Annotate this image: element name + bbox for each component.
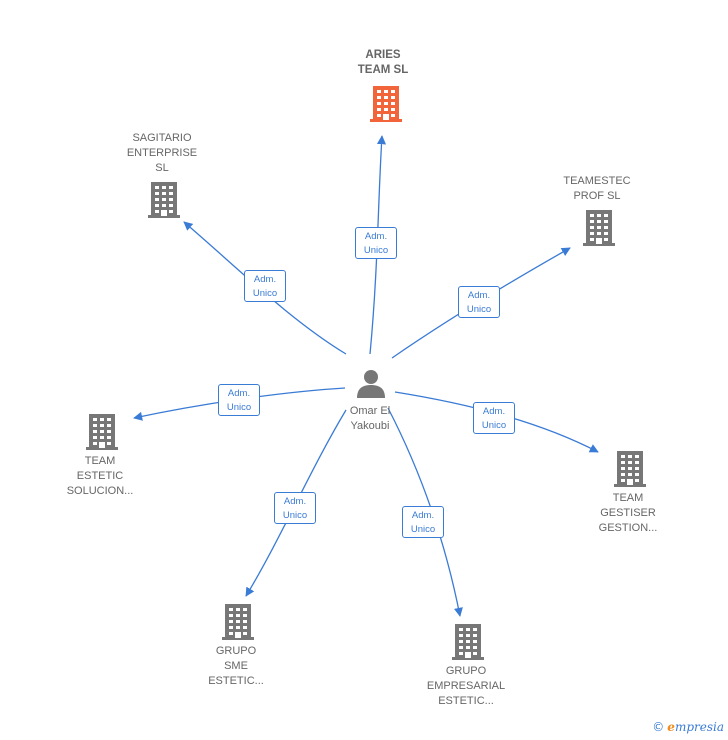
brand-initial: e [667,720,675,734]
footer-brand: ©empresia [652,720,724,734]
person-icon[interactable] [356,368,386,403]
sagitario-building-icon[interactable] [148,182,180,223]
team-estetic-building-icon[interactable] [86,414,118,455]
copyright-symbol: © [652,720,665,734]
role-badge-team-estetic[interactable]: Adm. Unico [218,384,260,416]
aries-label[interactable]: ARIES TEAM SL [357,49,409,76]
role-badge-teamestec[interactable]: Adm. Unico [458,286,500,318]
grupo-empresarial-building-icon[interactable] [452,624,484,665]
brand-name: mpresia [674,720,724,734]
person-name[interactable]: Omar El Yakoubi [349,405,391,432]
grupo-sme-label[interactable]: GRUPO SME ESTETIC... [208,645,264,687]
grupo-empresarial-label[interactable]: GRUPO EMPRESARIAL ESTETIC... [426,665,506,707]
team-estetic-label[interactable]: TEAM ESTETIC SOLUCION... [66,455,134,497]
role-badge-grupo-empresarial[interactable]: Adm. Unico [402,506,444,538]
grupo-sme-building-icon[interactable] [222,604,254,645]
role-badge-team-gestiser[interactable]: Adm. Unico [473,402,515,434]
role-badge-sagitario[interactable]: Adm. Unico [244,270,286,302]
sagitario-label[interactable]: SAGITARIO ENTERPRISE SL [126,132,198,174]
team-gestiser-label[interactable]: TEAM GESTISER GESTION... [598,492,658,534]
teamestec-label[interactable]: TEAMESTEC PROF SL [563,175,631,202]
team-gestiser-building-icon[interactable] [614,451,646,492]
role-badge-aries[interactable]: Adm. Unico [355,227,397,259]
role-badge-grupo-sme[interactable]: Adm. Unico [274,492,316,524]
teamestec-building-icon[interactable] [583,210,615,251]
aries-building-icon[interactable] [370,86,402,127]
